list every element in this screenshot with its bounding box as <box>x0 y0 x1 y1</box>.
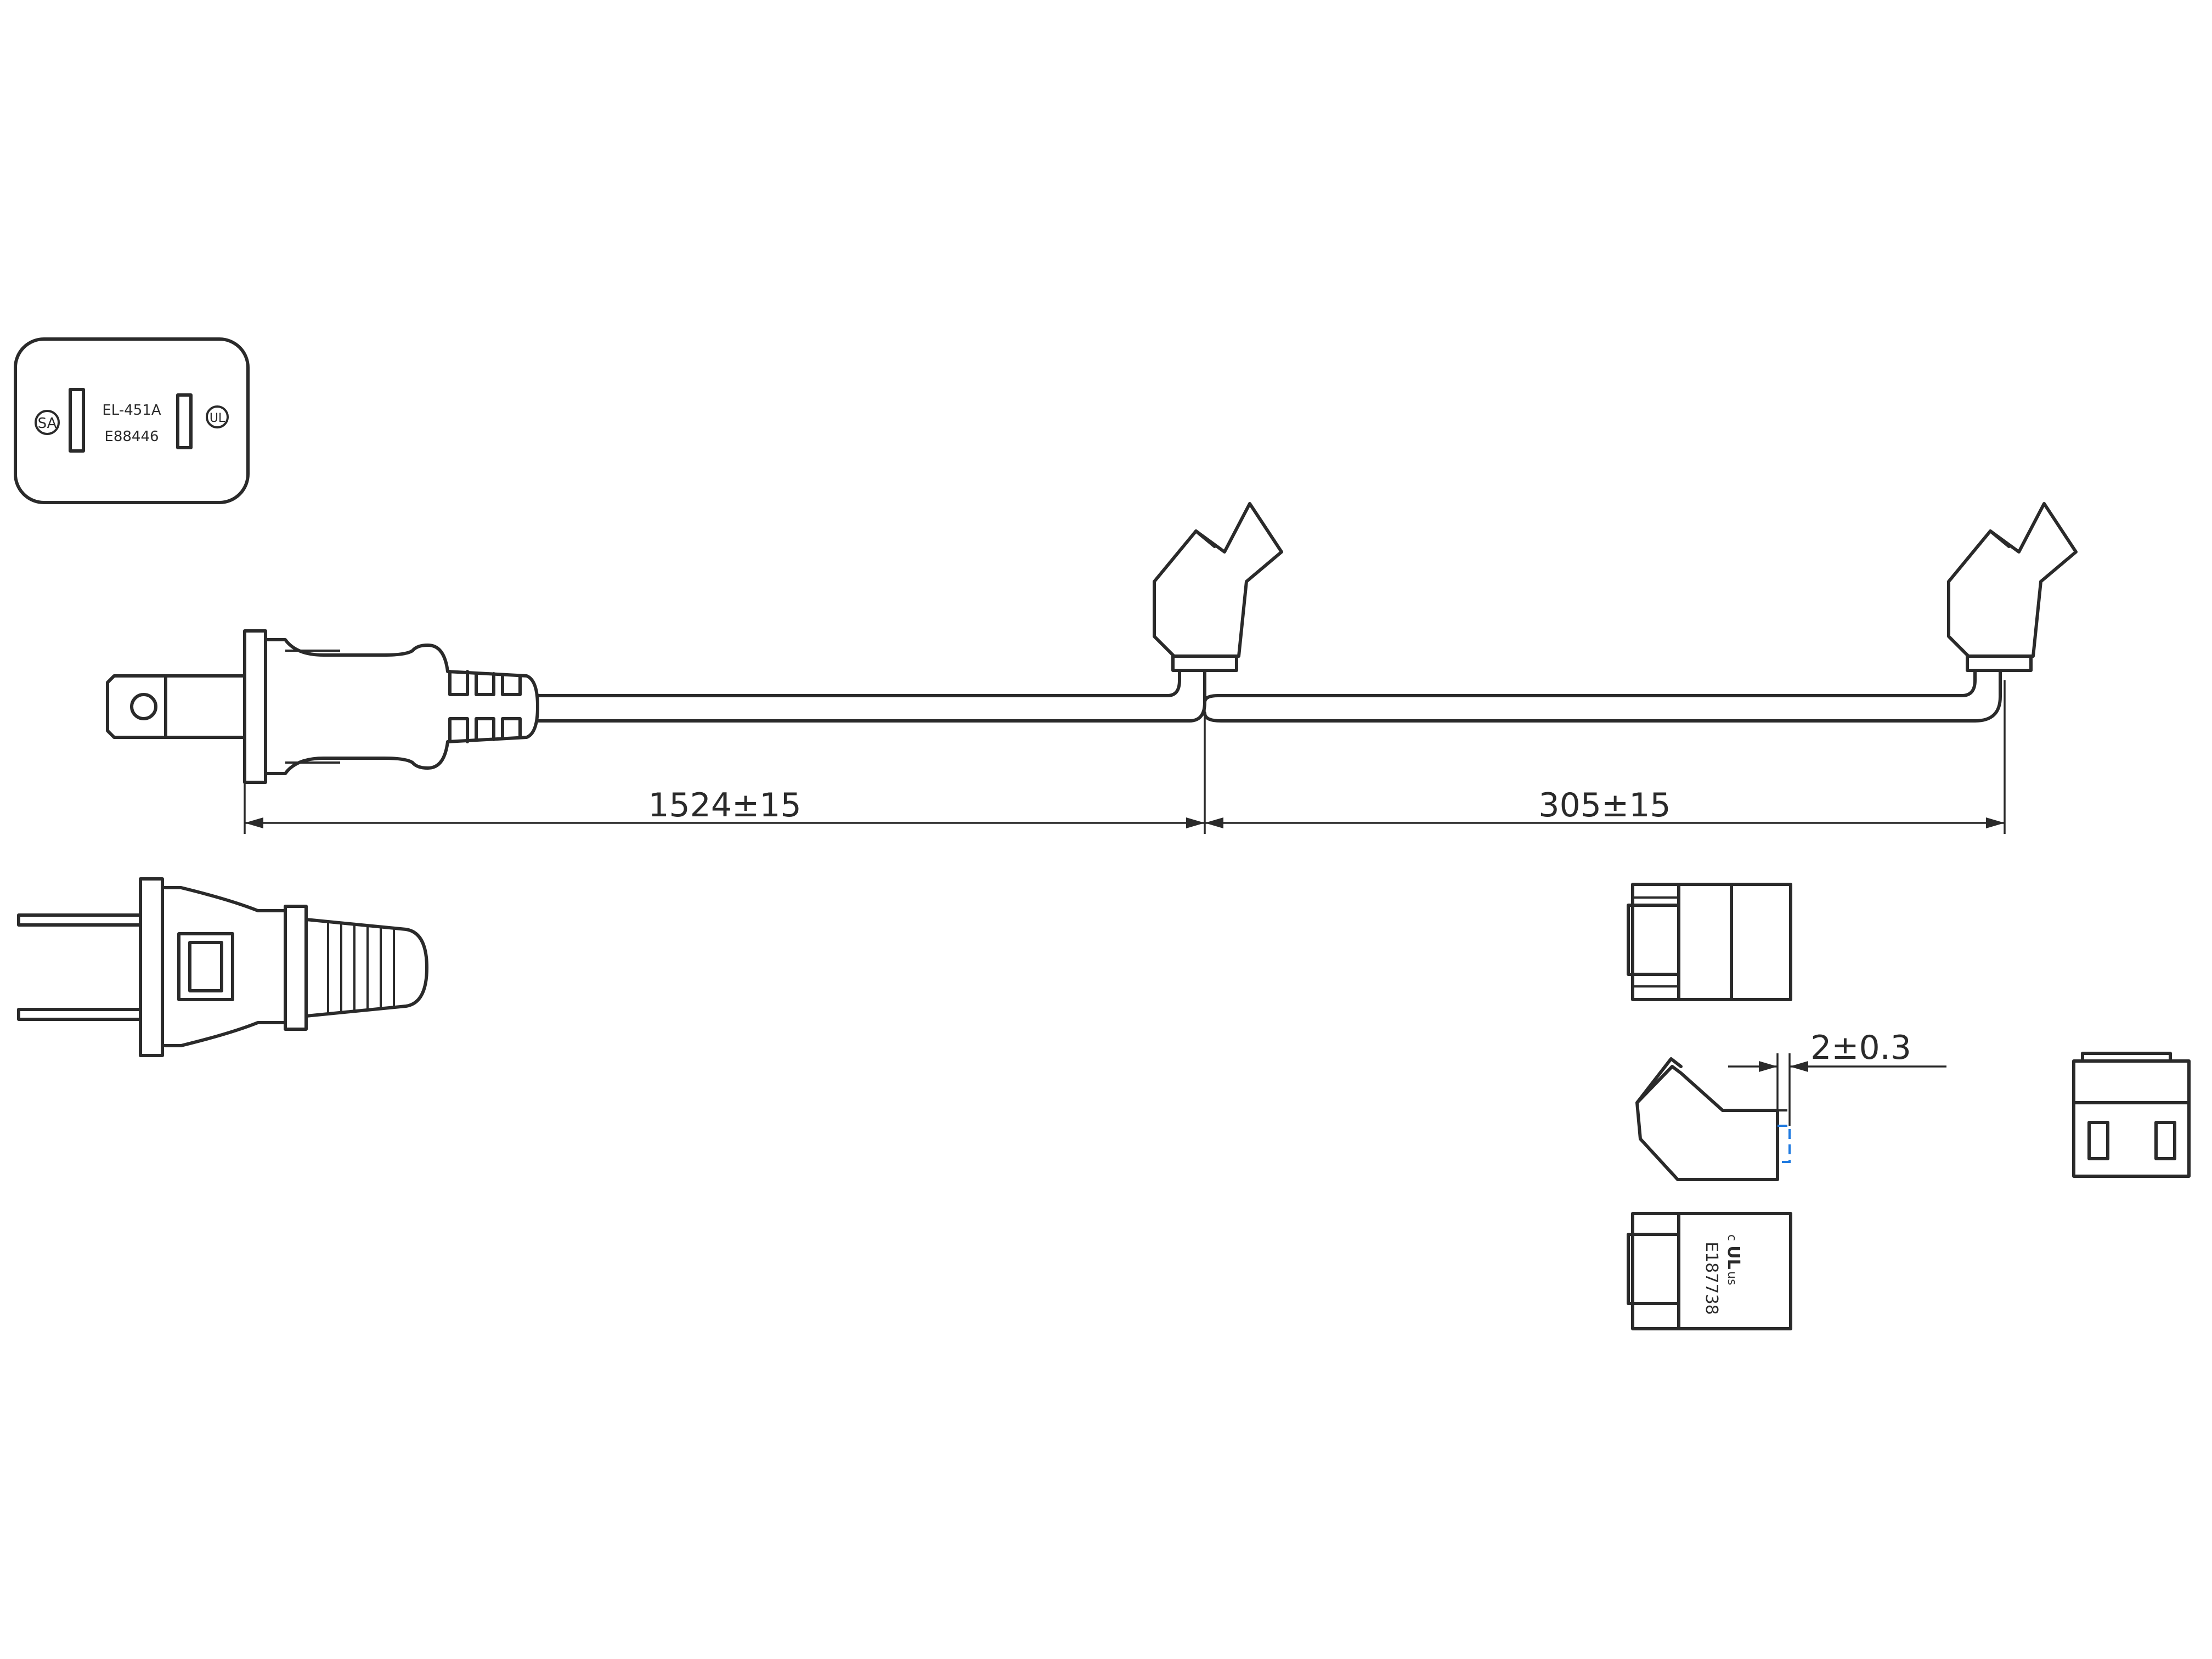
cord-length-1-label: 1524±15 <box>648 786 801 825</box>
csa-mark-text: SA <box>38 415 57 432</box>
connector-side-detail-view: 2±0.3 <box>1635 1029 1946 1181</box>
connector-offset-label: 2±0.3 <box>1810 1029 1911 1067</box>
connector-2-side-view <box>1947 502 2078 723</box>
plug-face-view: SA UL EL-451A E88446 <box>14 337 250 504</box>
cord-segment-1 <box>536 694 1191 723</box>
plug-top-view <box>17 877 428 1057</box>
ul-mark-text: UL <box>210 411 225 425</box>
csa-mark-icon: SA <box>35 410 60 435</box>
cul-mark-text: UL <box>1724 1245 1743 1269</box>
plug-model-label: EL-451A <box>102 402 161 419</box>
plug-file-number: E88446 <box>104 428 159 445</box>
connector-top-view <box>1627 883 1792 1001</box>
connector-front-view <box>2072 1052 2191 1178</box>
cord-segment-2 <box>1216 694 1977 723</box>
ul-mark-icon: UL <box>206 405 229 428</box>
connector-1-side-view <box>1153 502 1283 723</box>
cul-mark-suffix: us <box>1725 1271 1739 1285</box>
connector-file-number: E187738 <box>1702 1242 1721 1314</box>
cord-length-2-label: 305±15 <box>1538 786 1671 825</box>
cul-us-mark-icon: c UL us <box>1724 1234 1743 1285</box>
dimension-cord-length-2: 305±15 <box>1205 680 2006 834</box>
dimension-cord-length-1: 1524±15 <box>244 686 1206 834</box>
cul-mark-prefix: c <box>1725 1234 1739 1241</box>
plug-side-view <box>106 629 539 784</box>
connector-bottom-view: E187738 c UL us <box>1627 1212 1792 1330</box>
